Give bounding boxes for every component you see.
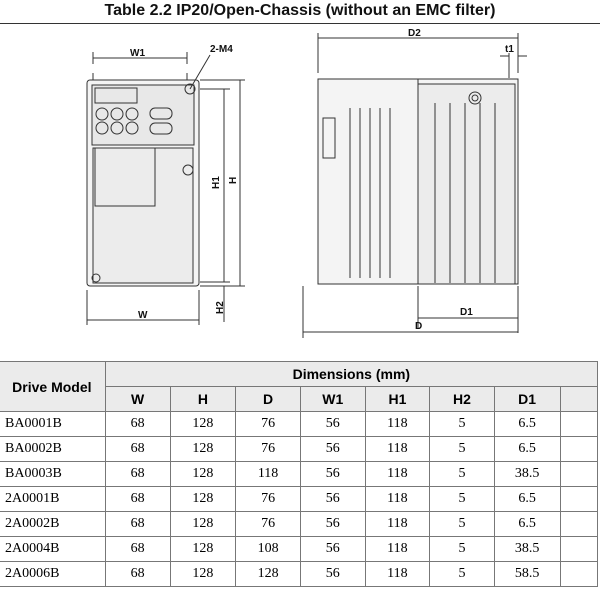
title-rule xyxy=(0,23,600,24)
column-header: H1 xyxy=(364,386,431,412)
h1-label: H1 xyxy=(211,176,222,189)
value-cell: 58.5 xyxy=(493,561,561,587)
value-cell: 56 xyxy=(299,436,366,462)
value-cell xyxy=(559,536,599,562)
value-cell xyxy=(559,461,599,487)
column-header: W xyxy=(104,386,171,412)
value-cell: 68 xyxy=(104,486,171,512)
value-cell: 38.5 xyxy=(493,461,561,487)
model-cell: 2A0001B xyxy=(0,486,106,512)
d-label: D xyxy=(415,321,422,332)
value-cell: 5 xyxy=(429,411,495,437)
value-cell: 68 xyxy=(104,511,171,537)
column-header xyxy=(559,386,599,412)
value-cell: 68 xyxy=(104,561,171,587)
value-cell: 128 xyxy=(169,461,237,487)
value-cell xyxy=(559,511,599,537)
value-cell: 6.5 xyxy=(493,486,561,512)
drive-model-header: Drive Model xyxy=(0,361,106,412)
value-cell: 56 xyxy=(299,461,366,487)
dimensions-group-header: Dimensions (mm) xyxy=(104,361,599,387)
value-cell: 128 xyxy=(169,486,237,512)
value-cell: 128 xyxy=(235,561,301,587)
value-cell: 118 xyxy=(364,561,431,587)
value-cell: 118 xyxy=(364,411,431,437)
model-cell: BA0001B xyxy=(0,411,106,437)
model-cell: BA0002B xyxy=(0,436,106,462)
front-view-drawing: W1 2-M4 H1 H H2 W xyxy=(86,44,245,325)
value-cell: 118 xyxy=(364,486,431,512)
w1-label: W1 xyxy=(130,48,145,59)
m4-label: 2-M4 xyxy=(210,44,233,55)
value-cell: 118 xyxy=(364,436,431,462)
value-cell xyxy=(559,486,599,512)
value-cell: 68 xyxy=(104,436,171,462)
value-cell: 5 xyxy=(429,536,495,562)
value-cell: 128 xyxy=(169,511,237,537)
value-cell: 56 xyxy=(299,511,366,537)
value-cell: 56 xyxy=(299,411,366,437)
column-header: H2 xyxy=(429,386,495,412)
value-cell xyxy=(559,436,599,462)
value-cell: 5 xyxy=(429,486,495,512)
value-cell: 118 xyxy=(235,461,301,487)
value-cell: 6.5 xyxy=(493,411,561,437)
value-cell xyxy=(559,561,599,587)
d2-label: D2 xyxy=(408,28,421,39)
side-view-drawing: D2 t1 D1 D xyxy=(302,28,527,338)
value-cell: 76 xyxy=(235,436,301,462)
value-cell: 5 xyxy=(429,511,495,537)
value-cell: 56 xyxy=(299,561,366,587)
value-cell: 68 xyxy=(104,461,171,487)
column-header: D xyxy=(235,386,301,412)
value-cell: 38.5 xyxy=(493,536,561,562)
value-cell: 68 xyxy=(104,411,171,437)
t1-label: t1 xyxy=(505,44,514,55)
value-cell: 128 xyxy=(169,436,237,462)
value-cell: 118 xyxy=(364,511,431,537)
value-cell: 76 xyxy=(235,486,301,512)
column-header: W1 xyxy=(299,386,366,412)
value-cell: 128 xyxy=(169,411,237,437)
model-cell: 2A0004B xyxy=(0,536,106,562)
d1-label: D1 xyxy=(460,307,473,318)
value-cell: 76 xyxy=(235,511,301,537)
value-cell: 128 xyxy=(169,536,237,562)
value-cell: 128 xyxy=(169,561,237,587)
w-label: W xyxy=(138,310,148,321)
value-cell: 5 xyxy=(429,436,495,462)
model-cell: 2A0002B xyxy=(0,511,106,537)
value-cell: 68 xyxy=(104,536,171,562)
value-cell: 108 xyxy=(235,536,301,562)
column-header: D1 xyxy=(493,386,561,412)
value-cell: 6.5 xyxy=(493,511,561,537)
model-cell: BA0003B xyxy=(0,461,106,487)
value-cell xyxy=(559,411,599,437)
h2-label: H2 xyxy=(215,301,226,314)
value-cell: 56 xyxy=(299,486,366,512)
value-cell: 6.5 xyxy=(493,436,561,462)
value-cell: 76 xyxy=(235,411,301,437)
value-cell: 118 xyxy=(364,536,431,562)
value-cell: 5 xyxy=(429,461,495,487)
h-label: H xyxy=(228,177,239,184)
value-cell: 56 xyxy=(299,536,366,562)
value-cell: 118 xyxy=(364,461,431,487)
table-title: Table 2.2 IP20/Open-Chassis (without an … xyxy=(104,2,496,19)
value-cell: 5 xyxy=(429,561,495,587)
model-cell: 2A0006B xyxy=(0,561,106,587)
column-header: H xyxy=(169,386,237,412)
